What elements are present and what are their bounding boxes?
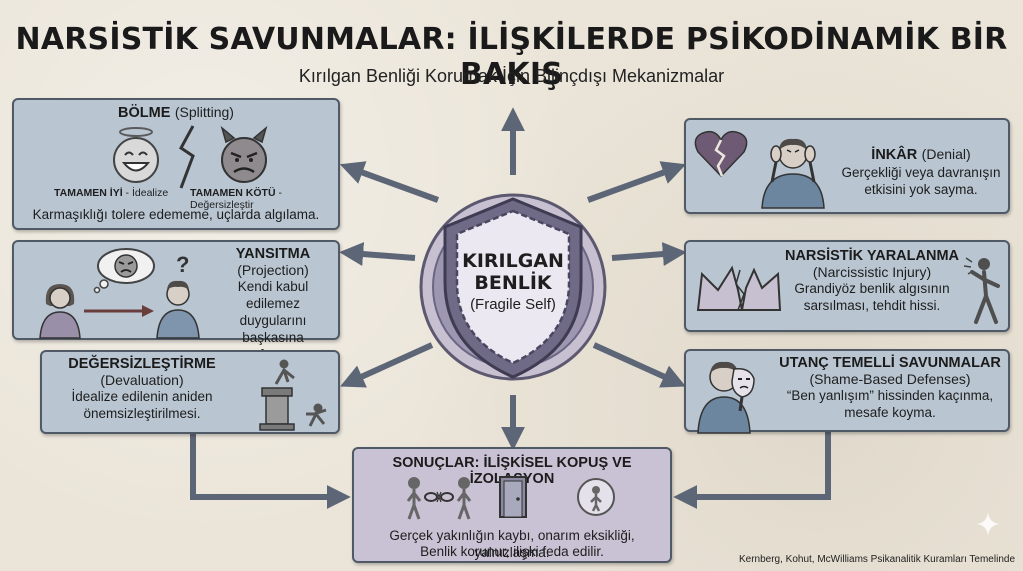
woman-figure-icon	[39, 284, 81, 339]
page-title: NARSİSTİK SAVUNMALAR: İLİŞKİLERDE PSİKOD…	[15, 22, 1008, 92]
center-subtitle: (Fragile Self)	[470, 296, 556, 313]
sparkle-icon	[976, 512, 1000, 536]
broken-chain-figures-icon	[406, 477, 472, 520]
man-figure-icon	[156, 280, 200, 339]
denial-title: İNKÂR	[871, 147, 918, 163]
broken-heart-icon	[694, 130, 748, 178]
splitting-title: BÖLME	[118, 105, 171, 121]
covering-ears-figure-icon	[761, 138, 825, 209]
splitting-bad-label: TAMAMEN KÖTÜ	[190, 187, 276, 199]
lightning-split-icon	[179, 125, 195, 189]
outcome-desc-2: Benlik korunur, ilişki feda edilir.	[420, 544, 604, 559]
denial-desc-1: Gerçekliği veya davranışın	[841, 165, 1001, 180]
fragile-self-shield	[419, 193, 607, 381]
projection-arrow-icon	[84, 305, 154, 317]
projection-en: (Projection)	[237, 262, 309, 278]
angry-devil-icon	[220, 125, 268, 183]
closed-door-icon	[499, 476, 527, 518]
arrow-down-right	[592, 342, 686, 388]
injury-desc-2: sarsılması, tehdit hissi.	[803, 298, 941, 313]
splitting-good-label: TAMAMEN İYİ	[54, 187, 123, 199]
broken-crown-icon	[696, 265, 782, 311]
recoiling-figure-icon	[963, 257, 1000, 324]
devaluation-desc-2: önemsizleştirilmesi.	[83, 406, 201, 421]
page-subtitle: Kırılgan Benliği Korumak İçin Bilinçdışı…	[298, 66, 725, 86]
arrow-right-mid	[611, 242, 687, 266]
outcome-desc-1: Gerçek yakınlığın kaybı, onarım eksikliğ…	[389, 528, 635, 560]
arrow-elbow-left	[190, 432, 351, 509]
devaluation-en: (Devaluation)	[100, 372, 184, 388]
denial-desc-2: etkisini yok sayma.	[864, 182, 978, 197]
projection-desc-1: Kendi kabul edilemez	[237, 279, 309, 311]
falling-from-pedestal-icon	[259, 359, 327, 431]
shame-desc-1: “Ben yanlışım” hissinden kaçınma,	[786, 388, 994, 403]
splitting-en: (Splitting)	[174, 104, 234, 120]
injury-title: NARSİSTİK YARALANMA	[784, 248, 959, 264]
panel-splitting: BÖLME (Splitting) TAMAMEN İYİ - İdealize…	[12, 98, 340, 230]
panel-devaluation: DEĞERSİZLEŞTİRME (Devaluation) İdealize …	[40, 350, 340, 434]
isolated-figure-icon	[577, 478, 615, 516]
injury-desc-1: Grandiyöz benlik algısının	[794, 281, 950, 296]
angry-thought-bubble-icon	[93, 248, 155, 294]
splitting-good-rest: - İdealize	[122, 187, 169, 199]
shame-en: (Shame-Based Defenses)	[809, 371, 971, 387]
arrow-up-right	[586, 161, 687, 203]
shame-title: UTANÇ TEMELLİ SAVUNMALAR	[779, 355, 1001, 371]
footer-credit: Kernberg, Kohut, McWilliams Psikanalitik…	[738, 554, 1015, 565]
devaluation-title: DEĞERSİZLEŞTİRME	[68, 356, 216, 372]
arrow-elbow-right	[673, 432, 831, 509]
arrow-down-left	[340, 342, 434, 388]
question-mark: ?	[176, 252, 190, 277]
shame-desc-2: mesafe koyma.	[844, 405, 936, 420]
splitting-bad-rest: - Değersizleştir	[190, 187, 282, 211]
center-title-line1: KIRILGAN	[462, 250, 564, 272]
denial-en: (Denial)	[921, 146, 971, 162]
projection-desc-2: duygularını başkasına	[239, 313, 307, 345]
devaluation-desc-1: İdealize edilenin aniden	[71, 389, 213, 404]
arrow-up-left	[339, 161, 440, 203]
panel-shame-defenses: UTANÇ TEMELLİ SAVUNMALAR (Shame-Based De…	[684, 349, 1010, 434]
injury-en: (Narcissistic Injury)	[812, 264, 932, 280]
smiling-angel-icon	[113, 127, 159, 183]
arrow-left-mid	[339, 242, 416, 266]
projection-title: YANSITMA	[235, 246, 311, 262]
panel-outcome: SONUÇLAR: İLİŞKİSEL KOPUŞ VE İZOLASYON G…	[352, 447, 672, 563]
splitting-desc: Karmaşıklığı tolere edememe, uçlarda alg…	[32, 207, 320, 222]
center-title-line2: BENLİK	[474, 272, 552, 294]
mask-figure-icon	[697, 361, 755, 434]
panel-projection: ? YANSITMA (Projection) Kendi kabul edil…	[12, 240, 340, 362]
panel-denial: İNKÂR (Denial) Gerçekliği veya davranışı…	[684, 118, 1010, 214]
panel-narcissistic-injury: NARSİSTİK YARALANMA (Narcissistic Injury…	[684, 240, 1010, 332]
